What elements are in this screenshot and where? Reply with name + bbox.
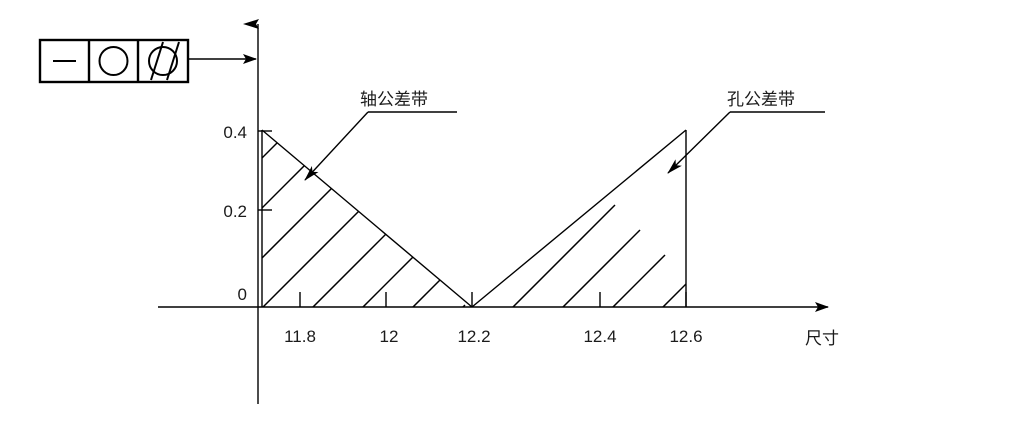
- x-axis-title: 尺寸: [805, 329, 839, 348]
- right-tolerance-triangle: [471, 129, 687, 308]
- x-tick-label-12.2: 12.2: [457, 327, 490, 346]
- x-tick-label-12.4: 12.4: [583, 327, 616, 346]
- left-triangle-hypotenuse: [261, 129, 473, 308]
- y-tick-label-0: 0: [238, 285, 247, 304]
- cylindricity-symbol: [148, 41, 180, 81]
- left-triangle-hatching: [262, 130, 466, 307]
- y-axis: [243, 19, 272, 404]
- geometric-tolerance-frame: [38, 38, 190, 84]
- left-tolerance-triangle: [261, 129, 473, 308]
- shaft-tolerance-leader: [304, 111, 457, 181]
- right-triangle-hypotenuse: [471, 129, 687, 308]
- shaft-tolerance-zone-label: 轴公差带: [360, 90, 428, 109]
- x-tick-label-12: 12: [380, 327, 399, 346]
- hole-tolerance-leader: [667, 111, 825, 174]
- y-tick-label-0.4: 0.4: [223, 123, 247, 142]
- right-triangle-hatching: [472, 130, 686, 307]
- x-tick-label-11.8: 11.8: [284, 327, 316, 346]
- hole-tolerance-zone-label: 孔公差带: [727, 90, 795, 109]
- y-tick-label-0.2: 0.2: [223, 202, 247, 221]
- circularity-symbol: [98, 46, 129, 76]
- x-tick-label-12.6: 12.6: [669, 327, 702, 346]
